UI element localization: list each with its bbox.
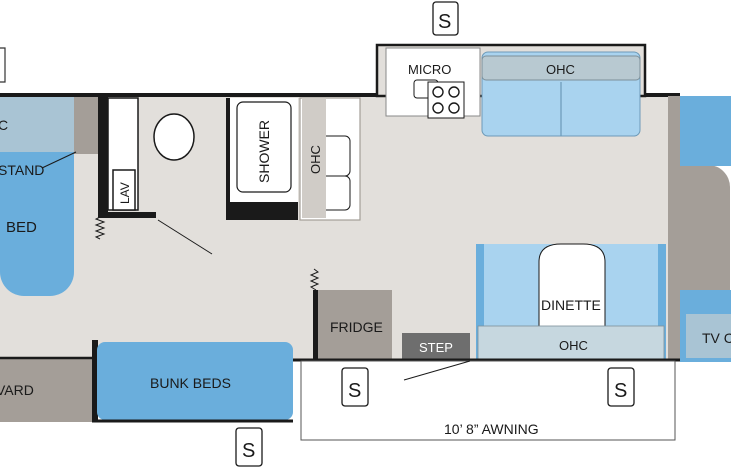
nightstand — [74, 96, 98, 154]
fridge-wall — [313, 290, 320, 360]
cab-bump — [668, 165, 730, 291]
wardrobe-label: VARD — [0, 382, 34, 398]
bath-door-swing — [157, 219, 213, 255]
partial-marker-box — [0, 47, 6, 83]
dinette-seat-left — [476, 244, 484, 360]
bunk-beds-label: BUNK BEDS — [150, 375, 231, 391]
bed-label: BED — [6, 219, 37, 236]
dinette-seat-right — [658, 244, 666, 360]
svg-text:S: S — [438, 11, 451, 33]
stove-top — [427, 81, 465, 119]
nightstand-label: STAND — [0, 162, 44, 178]
burner-3 — [432, 102, 444, 114]
tv-label: TV C — [702, 330, 731, 346]
burner-4 — [448, 102, 460, 114]
slideout-marker-step: S — [341, 367, 369, 407]
bunk-wall — [92, 340, 98, 422]
entry-step — [402, 333, 470, 359]
slideout-marker-top: S — [432, 1, 459, 36]
micro-label: MICRO — [408, 62, 451, 77]
fridge — [318, 290, 392, 360]
fridge-label: FRIDGE — [330, 319, 383, 335]
awning-label: 10’ 8” AWNING — [444, 421, 539, 437]
lav-label-box — [112, 169, 136, 211]
kitchen-ohc-band — [481, 55, 641, 81]
bath-door-spring — [94, 215, 106, 240]
kitchen-ohc-label: OHC — [546, 62, 575, 77]
shower-label: SHOWER — [256, 120, 272, 183]
shower-tray — [236, 101, 292, 193]
slideout-marker-bunk: S — [235, 427, 263, 467]
wardrobe — [0, 358, 94, 422]
cab-blue-top — [680, 96, 731, 166]
top-wall-right — [644, 93, 680, 97]
burner-1 — [432, 86, 444, 98]
door-swing — [403, 360, 471, 381]
svg-text:S: S — [614, 380, 627, 402]
bed-top-cabinet — [0, 96, 74, 152]
dinette-table — [538, 243, 606, 331]
top-wall — [0, 93, 378, 97]
dinette-ohc-band — [477, 325, 665, 361]
dinette-label: DINETTE — [541, 297, 601, 313]
lav-label: LAV — [118, 182, 132, 204]
bath-ohc-band — [302, 98, 326, 218]
nightstand-leader-line — [41, 151, 77, 169]
bath-ohc-label: OHC — [308, 145, 323, 174]
toilet — [153, 113, 195, 161]
step-label: STEP — [419, 340, 453, 355]
dinette-ohc-label: OHC — [559, 338, 588, 353]
svg-text:S: S — [242, 440, 255, 462]
svg-text:S: S — [348, 380, 361, 402]
bath-bottom-wall — [98, 212, 156, 218]
slideout-marker-dinette: S — [607, 367, 635, 407]
burner-2 — [448, 86, 460, 98]
bunk-beds — [97, 342, 293, 420]
bath-wall — [98, 96, 108, 216]
tv-cabinet — [686, 314, 731, 358]
entry-door-spring — [309, 268, 320, 291]
cabinet-label: C — [0, 117, 8, 133]
